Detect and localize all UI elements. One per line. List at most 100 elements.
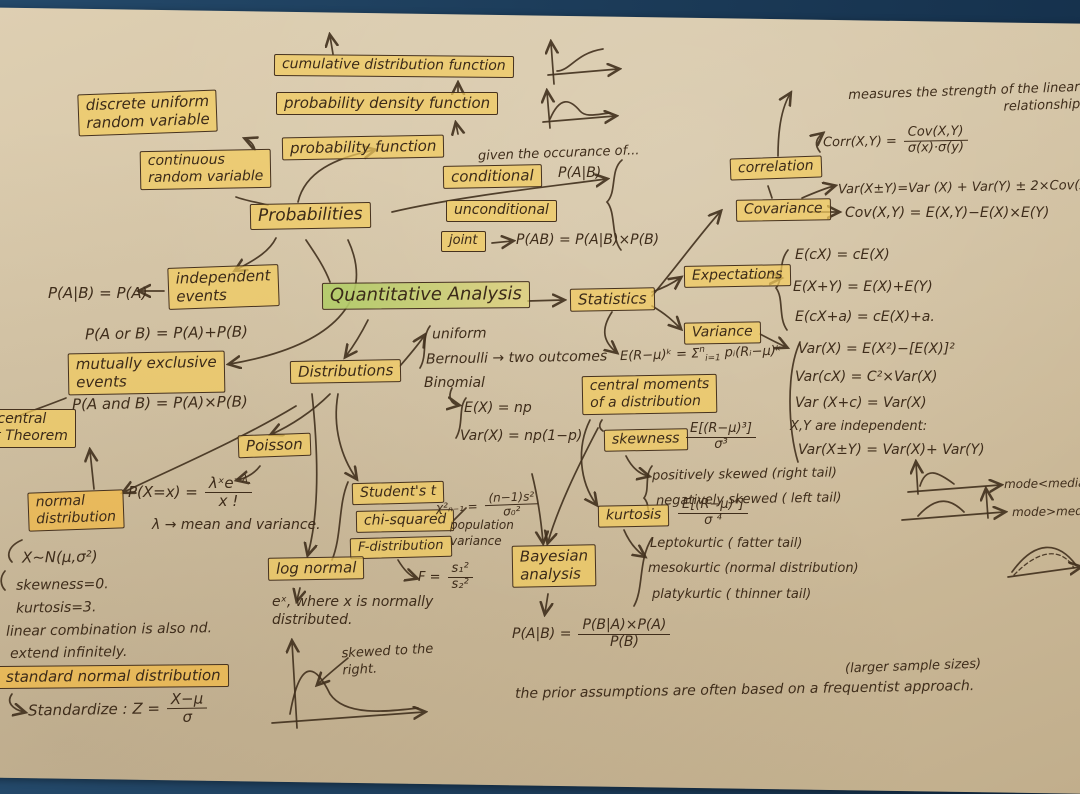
edge-kurtosis-to-types	[623, 529, 644, 556]
formula-bayes: P(A|B) =P(B|A)×P(A)P(B)	[512, 617, 671, 650]
note-given-occurance: given the occurance of...	[477, 143, 640, 164]
node-covariance: Covariance	[735, 198, 831, 222]
node-central-limit-theorem: the centrallimit Theorem	[0, 409, 76, 449]
formula-and: P(A and B) = P(A)×P(B)	[71, 392, 248, 414]
note-skewness-0: skewness=0.	[15, 576, 109, 594]
note-kurtosis-3: kurtosis=3.	[15, 599, 97, 617]
node-joint: joint	[441, 231, 486, 252]
formula-correlation: Corr(X,Y) =Cov(X,Y)σ(x)·σ(y)	[823, 124, 968, 158]
formula-p-a-given-b: P(A|B)	[558, 165, 602, 181]
formula-independent: P(A|B) = P(A)	[48, 284, 148, 302]
edge-statistics-to-bayesian	[548, 427, 599, 542]
edge-qa-to-statistics	[527, 300, 563, 301]
node-f-distribution: F-distribution	[349, 535, 452, 560]
formula-expectation-1: E(cX) = cE(X)	[795, 247, 890, 263]
node-standard-normal-distribution: standard normal distribution	[0, 663, 229, 690]
sketch-cdf-axis-h	[547, 69, 618, 75]
formula-expectation-3: E(cX+a) = cE(X)+a.	[795, 309, 935, 325]
note-mode-greater: mode>median>mean	[1011, 502, 1080, 520]
edge-normal-props-hook	[7, 539, 23, 563]
edge-probabilities-to-conditional	[391, 179, 606, 213]
item-mesokurtic: mesokurtic (normal distribution)	[648, 561, 859, 576]
edge-correlation-to-note	[777, 94, 790, 157]
edge-statistics-to-central-moments	[605, 311, 616, 352]
edge-distributions-to-poisson	[272, 393, 331, 434]
node-poisson: Poisson	[237, 432, 312, 459]
formula-variance-4: Var(X±Y) = Var(X)+ Var(Y)	[798, 442, 985, 458]
edge-distributions-to-students-t	[335, 393, 356, 478]
edge-continuous-to-discrete	[246, 139, 255, 151]
sketch-left-skew-axis-v	[986, 490, 988, 519]
edge-conditional-brace	[605, 159, 623, 251]
edge-statistics-to-variance	[651, 305, 680, 328]
sketch-kurtosis-axis	[1007, 567, 1080, 578]
edge-expectations-brace	[774, 249, 789, 331]
note-normal-dist-def: X~N(μ,σ²)	[21, 547, 98, 567]
edge-normal-to-clt	[90, 451, 94, 490]
edge-probabilities-to-mutually	[230, 239, 358, 364]
node-conditional: conditional	[442, 164, 542, 190]
edge-central-moments-to-skewness	[598, 419, 604, 432]
edge-statistics-to-covariance	[651, 212, 720, 297]
node-probability-function: probability function	[281, 134, 445, 161]
note-mode-less: mode<median<mean	[1003, 474, 1080, 492]
formula-skewness: E[(R−μ)³]σ³	[686, 421, 756, 452]
node-statistics: Statistics	[569, 287, 655, 313]
item-platykurtic: platykurtic ( thinner tail)	[652, 587, 812, 602]
node-variance: Variance	[683, 321, 761, 345]
edge-moments-brace	[455, 397, 467, 439]
formula-variance-2: Var(cX) = C²×Var(X)	[795, 369, 938, 385]
sketch-cdf-axis-v	[551, 43, 554, 85]
sketch-cdf-curve	[556, 48, 604, 72]
sketch-lognormal-axis-h	[271, 712, 424, 724]
node-students-t: Student's t	[351, 480, 445, 506]
node-correlation: correlation	[729, 155, 823, 181]
edge-distributions-to-list	[399, 336, 424, 367]
edge-covariance-to-correlation	[767, 185, 773, 199]
edge-list-brace	[419, 325, 431, 369]
edge-variance-to-formulas	[759, 333, 786, 347]
node-probability-density-function: probability density function	[276, 92, 499, 116]
sketch-pdf-axis-v	[547, 92, 550, 129]
edge-qa-to-distributions	[346, 319, 369, 356]
edge-normal-props-hook-2	[0, 570, 6, 591]
node-unconditional: unconditional	[446, 200, 557, 223]
sketch-lognormal-curve	[289, 670, 419, 715]
item-uniform: uniform	[431, 325, 487, 343]
item-bernoulli: Bernoulli → two outcomes	[425, 348, 608, 368]
sketch-right-skew-axis-v	[916, 463, 918, 495]
node-expectations: Expectations	[683, 264, 791, 289]
edge-bayesian-to-formula	[545, 593, 548, 613]
formula-binomial-var: Var(X) = np(1−p)	[460, 428, 583, 444]
edge-distributions-to-normal	[124, 405, 297, 492]
edge-probfn-to-pdf	[456, 124, 458, 134]
edge-students-bracket	[331, 481, 349, 561]
sketch-kurtosis-curve	[1011, 546, 1077, 573]
note-linear-combination: linear combination is also nd.	[5, 620, 213, 640]
node-probabilities: Probabilities	[249, 201, 371, 230]
sketch-left-skew-curve	[917, 500, 965, 517]
formula-central-moment: E(R−μ)ᵏ = Σni=1 pᵢ(Rᵢ−μ)ᵏ	[619, 343, 782, 365]
edge-skewness-to-tails	[625, 455, 648, 476]
node-skewness: skewness	[603, 428, 688, 452]
edge-fdist-to-formula	[397, 559, 416, 578]
edge-qa-to-bayesian	[531, 473, 543, 542]
edge-joint-to-formula	[491, 241, 512, 243]
item-leptokurtic: Leptokurtic ( fatter tail)	[650, 536, 803, 551]
note-extend-infinitely: extend infinitely.	[9, 643, 128, 663]
sketch-lognormal-axis-v	[292, 642, 297, 729]
formula-joint: P(AB) = P(A|B)×P(B)	[516, 232, 660, 248]
